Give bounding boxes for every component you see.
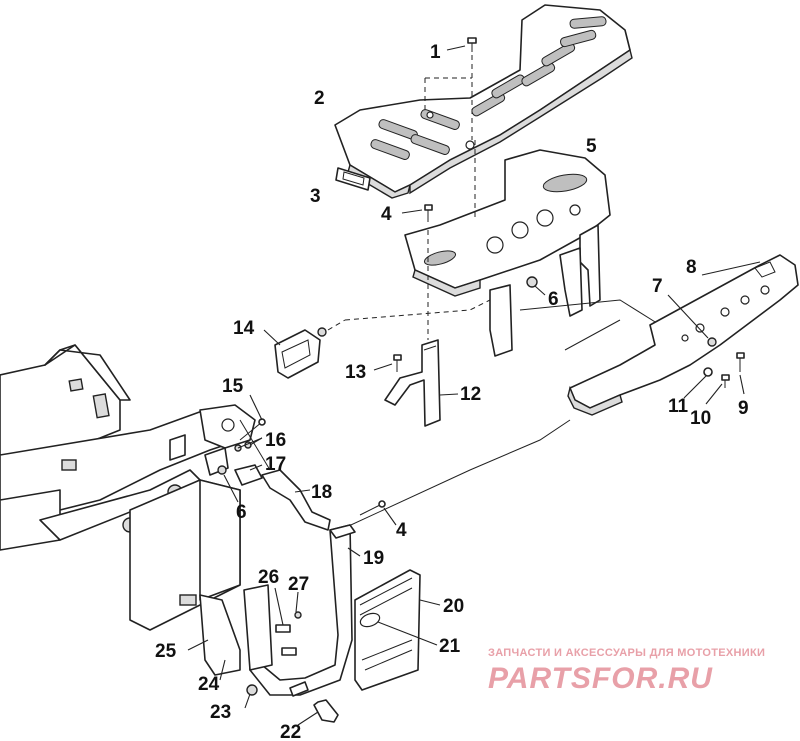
part-tube-18 xyxy=(261,469,331,531)
part-bolt-4-upper xyxy=(424,204,433,222)
callout-3: 3 xyxy=(310,186,321,207)
part-flap-bracket-24 xyxy=(199,584,273,676)
callout-6-upper: 6 xyxy=(548,289,559,310)
watermark: ЗАПЧАСТИ И АКСЕССУАРЫ ДЛЯ МОТОТЕХНИКИ PA… xyxy=(488,647,765,695)
part-radiator xyxy=(129,479,241,631)
callout-10: 10 xyxy=(690,408,711,429)
part-frame xyxy=(0,344,256,551)
part-hardware-26-27 xyxy=(275,611,302,656)
watermark-logo: PARTSFOR.RU xyxy=(488,662,713,695)
part-tail-light xyxy=(274,327,327,379)
part-spacer-17 xyxy=(234,464,263,486)
part-reflector xyxy=(335,167,371,191)
callout-22: 22 xyxy=(280,722,301,741)
part-bolt-4-lower xyxy=(359,500,386,516)
callout-23: 23 xyxy=(210,702,231,723)
callout-16: 16 xyxy=(265,430,286,451)
part-bolt-15 xyxy=(239,418,266,441)
callout-24: 24 xyxy=(198,674,220,695)
callout-labels: 1 2 3 4 5 6 7 8 9 10 11 12 13 14 15 16 1… xyxy=(155,42,749,741)
callout-21: 21 xyxy=(439,636,461,657)
callout-4-upper: 4 xyxy=(381,204,392,225)
callout-19: 19 xyxy=(363,548,384,569)
callout-9: 9 xyxy=(738,398,749,419)
callout-15: 15 xyxy=(222,376,244,397)
callout-8: 8 xyxy=(686,257,697,278)
part-nut-6-lower xyxy=(217,465,227,475)
callout-4-lower: 4 xyxy=(396,520,407,541)
part-support-bracket xyxy=(404,149,611,357)
callout-20: 20 xyxy=(443,596,464,617)
part-mount-bracket xyxy=(384,339,441,427)
part-rear-bumper xyxy=(567,254,799,416)
callout-7: 7 xyxy=(652,276,663,297)
callout-27: 27 xyxy=(288,574,309,595)
part-u-bolt-22 xyxy=(289,681,339,723)
part-hardware-bumper xyxy=(703,337,745,388)
part-rear-rack xyxy=(334,4,633,199)
part-nut-6-upper xyxy=(526,276,538,288)
part-bolt-13 xyxy=(393,354,402,372)
callout-6-lower: 6 xyxy=(236,502,247,523)
callout-5: 5 xyxy=(586,136,597,157)
part-nut-23 xyxy=(246,684,258,696)
callout-17: 17 xyxy=(265,454,286,475)
callout-14: 14 xyxy=(233,318,255,339)
part-mud-flap-20 xyxy=(354,569,421,691)
callout-11: 11 xyxy=(668,396,689,417)
part-bolt-1 xyxy=(467,37,477,52)
watermark-tagline: ЗАПЧАСТИ И АКСЕССУАРЫ ДЛЯ МОТОТЕХНИКИ xyxy=(488,647,765,659)
callout-12: 12 xyxy=(460,384,481,405)
callout-13: 13 xyxy=(345,362,366,383)
callout-25: 25 xyxy=(155,641,177,662)
callout-18: 18 xyxy=(311,482,332,503)
callout-26: 26 xyxy=(258,567,279,588)
callout-1: 1 xyxy=(430,42,441,63)
callout-2: 2 xyxy=(314,88,325,109)
